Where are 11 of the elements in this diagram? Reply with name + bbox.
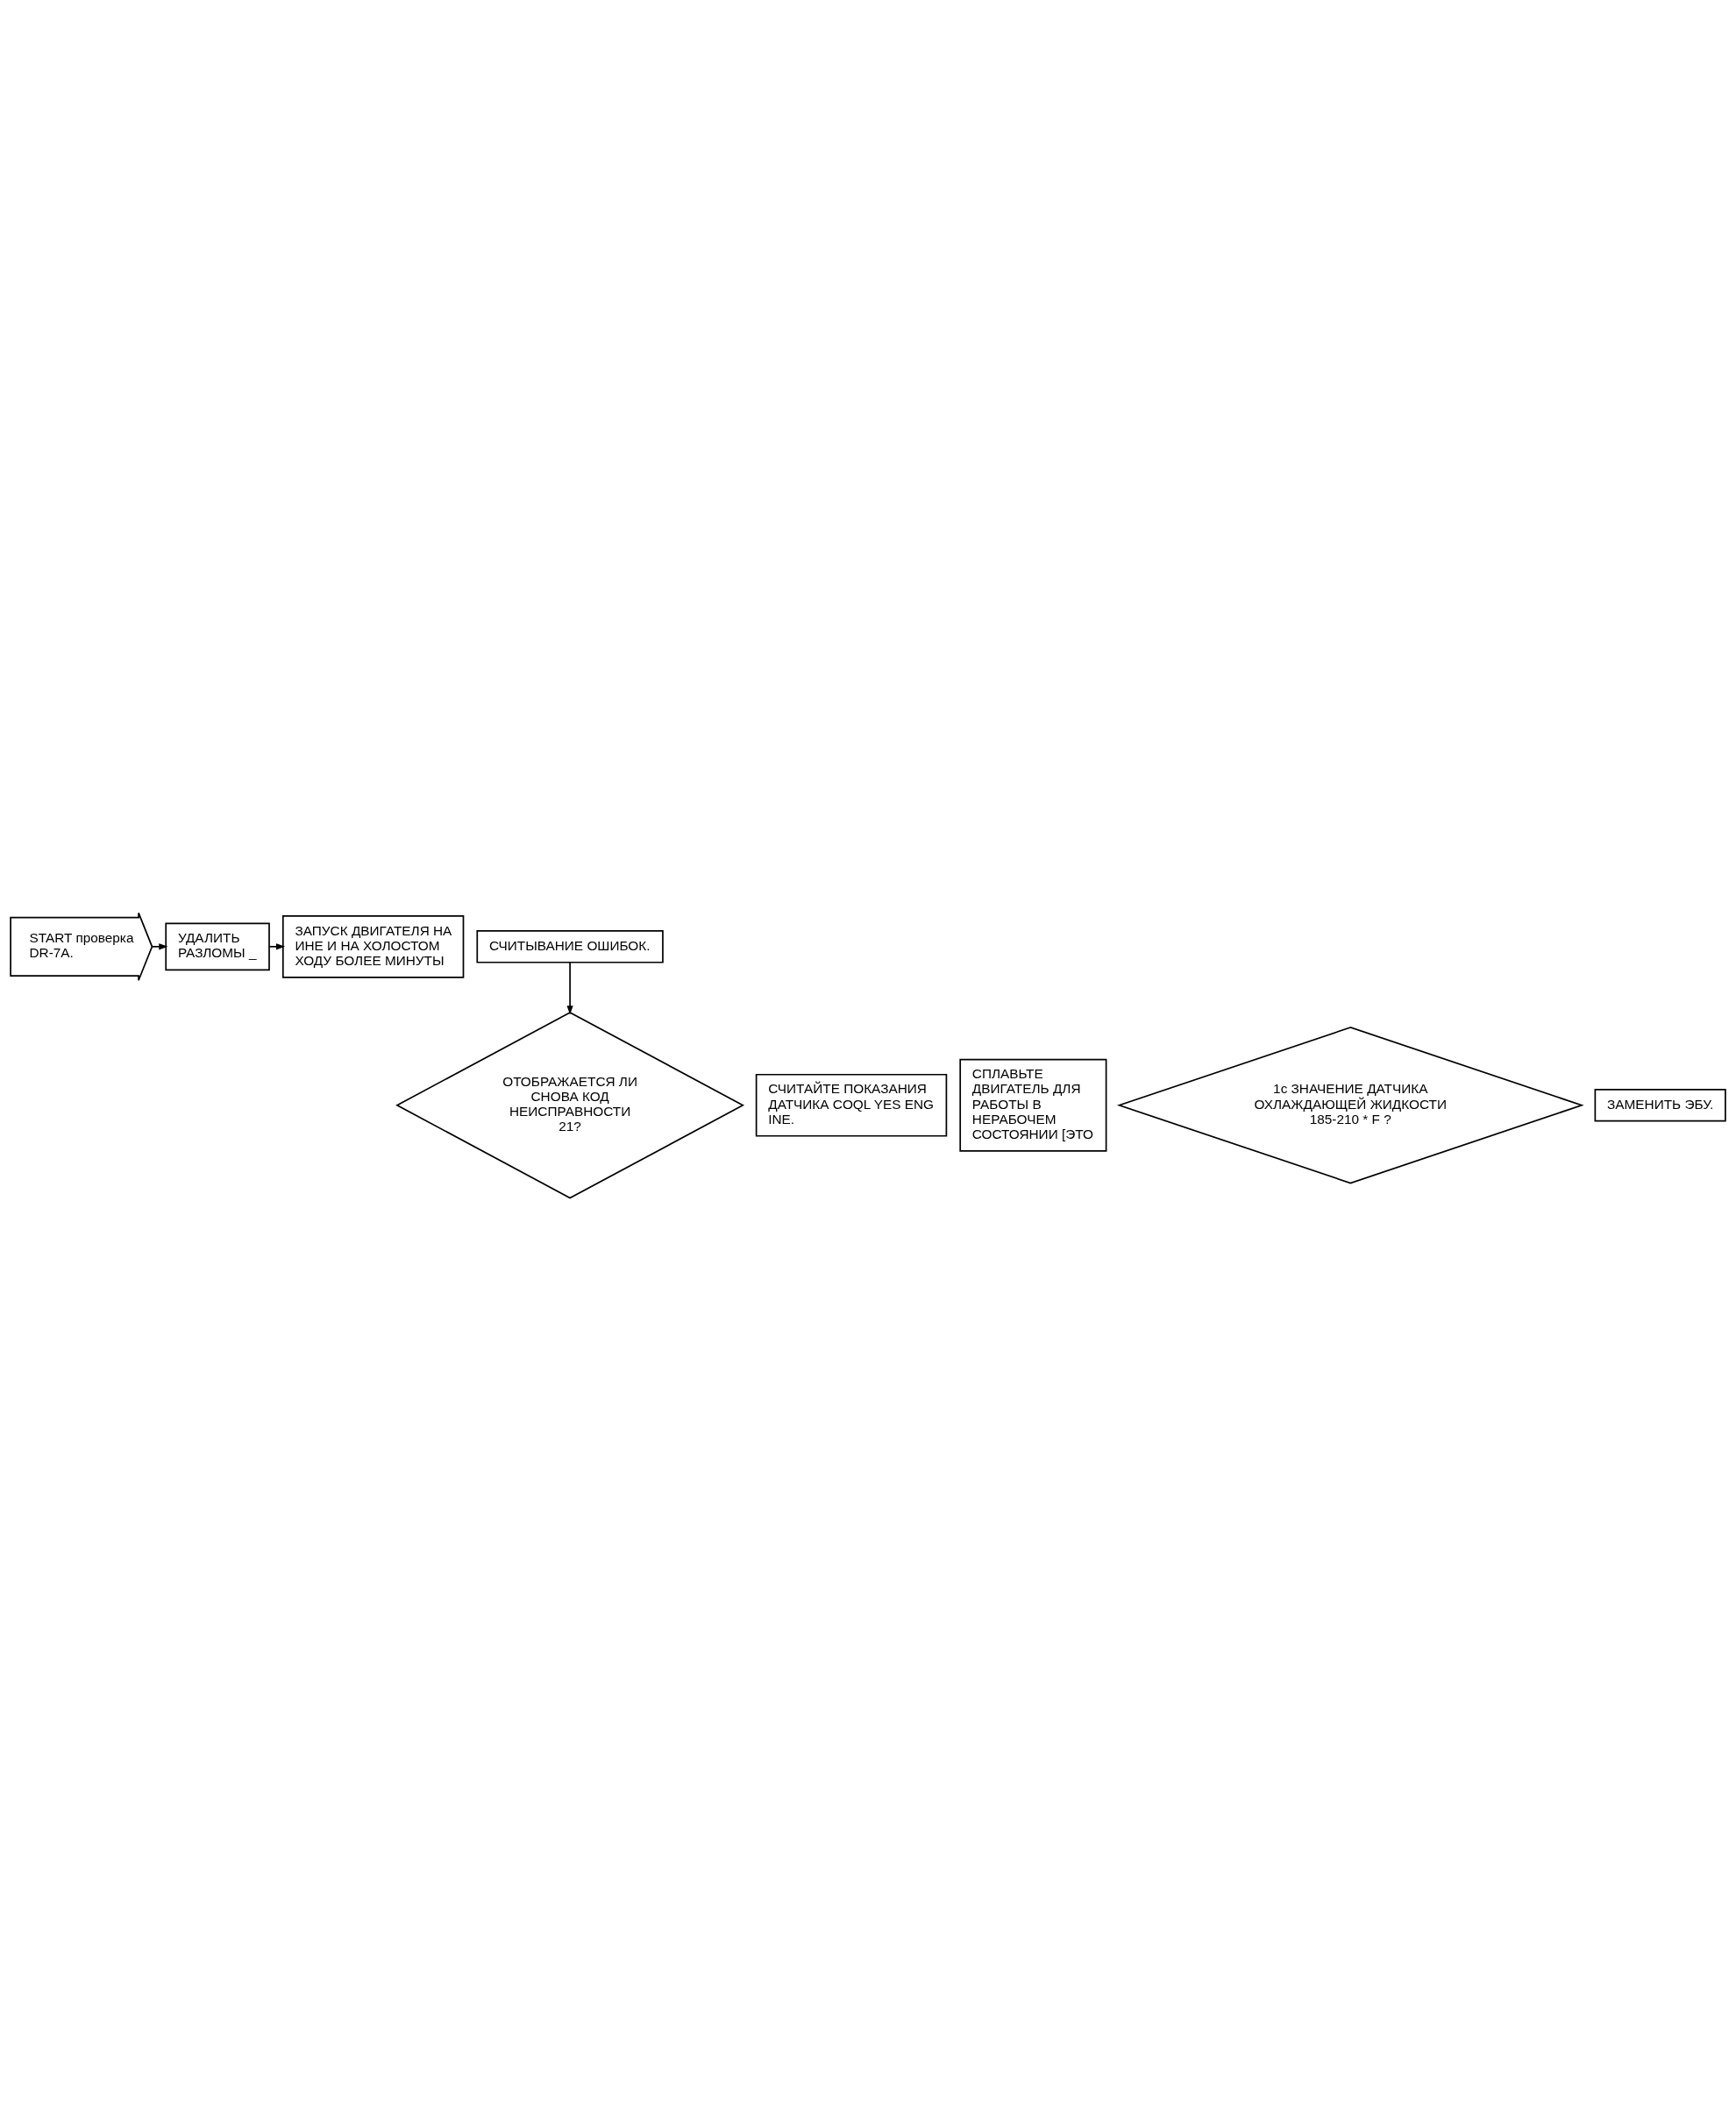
arrow [566,962,573,1015]
node-box: СЧИТЫВАНИЕ ОШИБОК. [476,930,664,963]
node-box: ЗАМЕНИТЬ ЭБУ. [1594,1088,1726,1122]
arrow [268,943,286,950]
arrow [151,943,168,950]
node-box: СЧИТАЙТЕ ПОКАЗАНИЯ ДАТЧИКА COQL YES ENG INE. [755,1073,948,1137]
node-box: СПЛАВЬТЕ ДВИГАТЕЛЬ ДЛЯ РАБОТЫ В НЕРАБОЧЕМ СОСТОЯНИИ [ЭТО [959,1058,1107,1152]
node-box: УДАЛИТЬ РАЗЛОМЫ _ [165,922,270,971]
node-diamond: 1с ЗНАЧЕНИЕ ДАТЧИКА ОХЛАЖДАЮЩЕЙ ЖИДКОСТИ 185-210 * F ? [1116,1027,1584,1184]
node-diamond: ОТОБРАЖАЕТСЯ ЛИ СНОВА КОД НЕИСПРАВНОСТИ 21? [395,1011,745,1199]
node-box: ЗАПУСК ДВИГАТЕЛЯ НА ИНЕ И НА ХОЛОСТОМ ХОДУ БОЛЕЕ МИНУТЫ [281,914,465,978]
